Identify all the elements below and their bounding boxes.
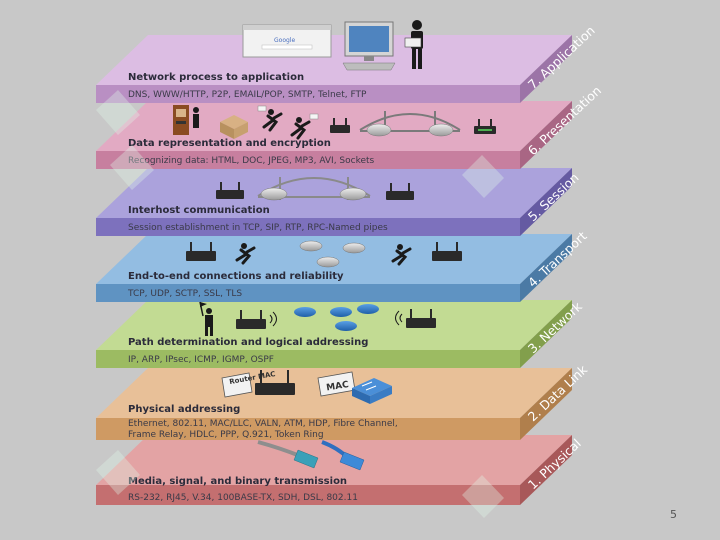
layer-physical-front xyxy=(96,485,520,505)
layer-datalink-protocols: Frame Relay, HDLC, PPP, Q.921, Token Rin… xyxy=(128,430,324,440)
router-icon xyxy=(260,187,288,201)
layer-network-front xyxy=(96,350,520,368)
layer-application-side xyxy=(520,35,572,103)
layer-presentation-front xyxy=(96,151,520,169)
person-with-flag-icon xyxy=(199,301,213,336)
layer-network-top xyxy=(96,300,572,350)
router-icon xyxy=(366,123,392,137)
mac-tag-text: MAC xyxy=(326,380,350,393)
atm-machine-icon xyxy=(173,105,199,135)
layer-datalink-front xyxy=(96,418,520,440)
layer-network-protocols: IP, ARP, IPsec, ICMP, IGMP, OSPF xyxy=(128,355,274,365)
router-icon xyxy=(386,183,414,200)
ethernet-cable-icon xyxy=(257,440,319,469)
router-icon xyxy=(357,304,379,314)
router-icon xyxy=(316,256,340,268)
layer-transport-protocols: TCP, UDP, SCTP, SSL, TLS xyxy=(127,289,242,299)
layer-presentation-title: Data representation and encryption xyxy=(128,138,331,149)
layer-session-title: Interhost communication xyxy=(128,205,270,216)
running-courier-icon xyxy=(290,113,319,140)
layer-session xyxy=(96,168,572,236)
layer-network xyxy=(96,300,572,368)
layer-session-side xyxy=(520,168,572,236)
router-icon xyxy=(216,182,244,199)
package-box-icon xyxy=(220,115,248,139)
layer-application xyxy=(96,35,572,103)
router-icon xyxy=(395,309,436,328)
layer-application-front xyxy=(96,85,520,103)
layer-datalink-protocols: Ethernet, 802.11, MAC/LLC, VALN, ATM, HD… xyxy=(128,419,398,429)
layer-network-side xyxy=(520,300,572,368)
router-icon xyxy=(299,240,323,252)
router-icon xyxy=(186,242,216,261)
computer-monitor-icon xyxy=(342,21,396,71)
layer-physical xyxy=(96,435,572,505)
layer-presentation-side xyxy=(520,101,572,169)
page-number: 5 xyxy=(670,508,677,521)
router-icon xyxy=(474,119,496,134)
layer-application-protocols: DNS, WWW/HTTP, P2P, EMAIL/POP, SMTP, Tel… xyxy=(128,90,367,100)
layer-presentation-protocols: Recognizing data: HTML, DOC, JPEG, MP3, … xyxy=(128,156,375,166)
globe-browser-icon: Google xyxy=(242,24,332,58)
watermark-logo xyxy=(96,90,504,518)
running-courier-icon xyxy=(235,243,256,265)
layer-datalink-title: Physical addressing xyxy=(128,404,240,415)
switch-icon xyxy=(352,378,392,404)
layer-datalink-side xyxy=(520,368,572,440)
router-icon xyxy=(330,307,352,317)
router-icon xyxy=(428,123,454,137)
layer-physical-side xyxy=(520,435,572,505)
running-courier-icon xyxy=(257,105,283,132)
router-icon xyxy=(236,310,277,329)
router-icon xyxy=(339,187,367,201)
layer-session-top xyxy=(96,168,572,218)
layer-physical-top xyxy=(96,435,572,485)
router-icon xyxy=(330,118,350,133)
router-icon xyxy=(255,370,295,395)
router-icon xyxy=(342,242,366,254)
browser-logo-text: Google xyxy=(274,37,295,44)
layer-transport-title: End-to-end connections and reliability xyxy=(128,271,344,282)
router-icon xyxy=(294,307,316,317)
person-with-laptop-icon xyxy=(404,20,423,69)
router-icon xyxy=(335,321,357,331)
ethernet-cable-icon xyxy=(321,440,365,471)
layer-application-title: Network process to application xyxy=(128,72,304,83)
layer-physical-protocols: RS-232, RJ45, V.34, 100BASE-TX, SDH, DSL… xyxy=(128,493,358,503)
layer-session-protocols: Session establishment in TCP, SIP, RTP, … xyxy=(128,223,388,233)
layer-physical-title: Media, signal, and binary transmission xyxy=(128,476,347,487)
layer-transport-side xyxy=(520,234,572,302)
router-icon xyxy=(432,242,462,261)
layer-application-top xyxy=(96,35,572,85)
layer-network-title: Path determination and logical addressin… xyxy=(128,337,368,348)
layer-session-front xyxy=(96,218,520,236)
running-courier-icon xyxy=(391,244,412,266)
layer-transport-front xyxy=(96,284,520,302)
